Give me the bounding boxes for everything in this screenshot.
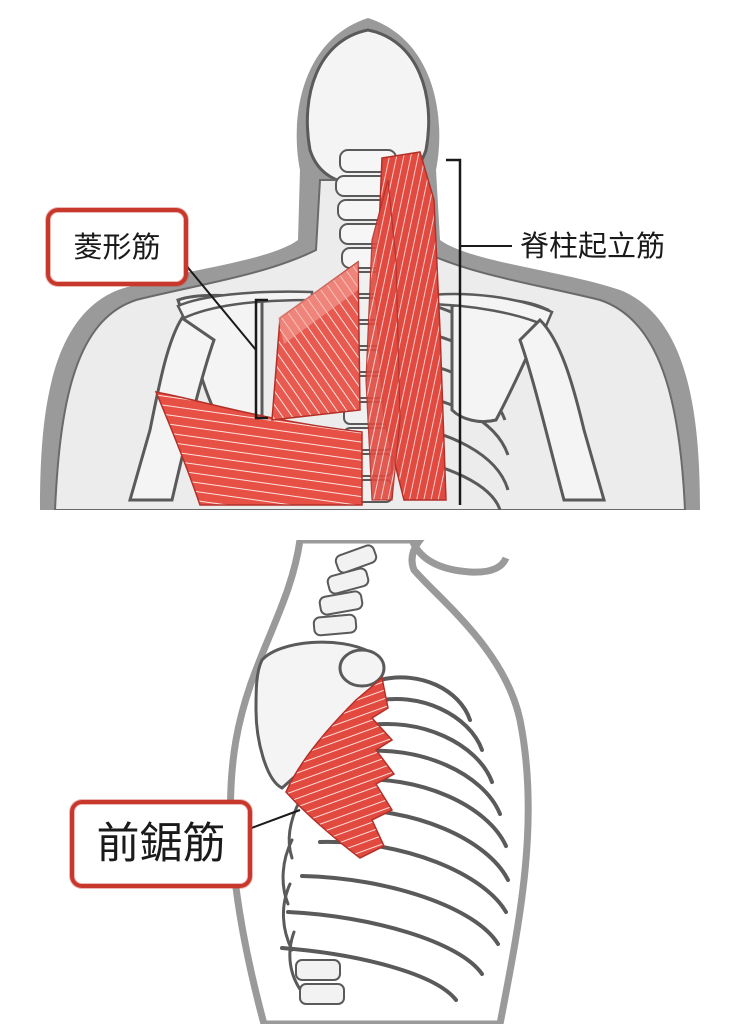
back-view-illustration: 菱形筋 脊柱起立筋 (0, 0, 736, 510)
shoulder-joint (338, 648, 386, 688)
serratus-anterior-label-box: 前鋸筋 (70, 800, 252, 888)
humerus-right (518, 317, 606, 502)
cervical-spine-side (312, 544, 378, 637)
rhomboid-label-box: 菱形筋 (46, 208, 188, 286)
erector-spinae-label: 脊柱起立筋 (520, 229, 666, 263)
side-view-illustration: 前鋸筋 (0, 540, 736, 1024)
erector-spinae-bracket (446, 158, 462, 505)
serratus-leader-line (245, 809, 301, 831)
back-view-drawing (40, 18, 700, 510)
serratus-anterior-label: 前鋸筋 (96, 818, 226, 869)
erector-spinae-medial (365, 179, 401, 501)
side-view-drawing (227, 540, 532, 1024)
rhomboid-bracket (254, 298, 268, 420)
serratus-anterior-muscle (285, 676, 396, 859)
rhomboid-minor-band (278, 262, 358, 344)
lumbar-spine-side (295, 959, 345, 1005)
neck-outline (408, 540, 510, 576)
latissimus-muscle (154, 391, 363, 506)
rhomboid-label: 菱形筋 (73, 229, 161, 264)
rhomboid-leader-line (179, 257, 257, 351)
